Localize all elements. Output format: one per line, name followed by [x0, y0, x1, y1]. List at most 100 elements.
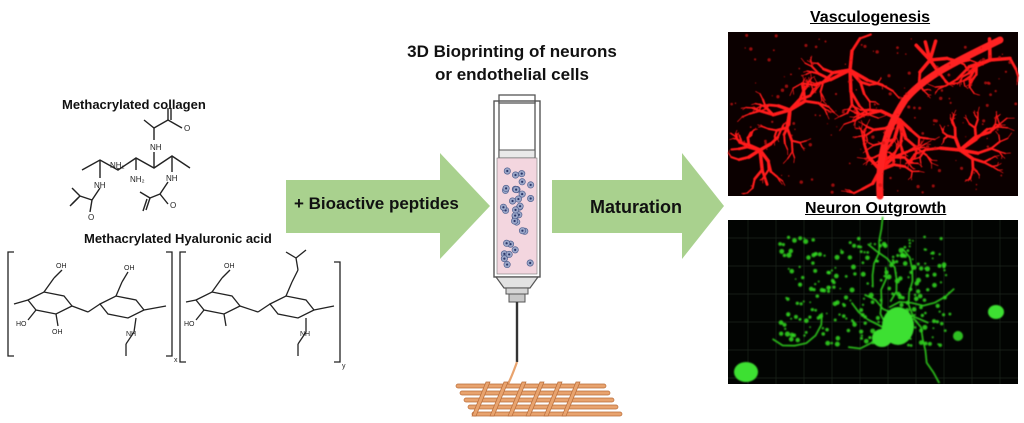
signal-speck [912, 106, 916, 110]
vessel-segment [771, 108, 792, 117]
signal-speck [776, 95, 780, 99]
vessel-segment [952, 117, 956, 120]
signal-speck [905, 92, 908, 96]
neurite-puncta [811, 238, 815, 242]
vessel-segment [767, 103, 780, 108]
signal-speck [808, 142, 813, 147]
neurite-puncta [803, 238, 809, 245]
vessel-segment [777, 138, 780, 143]
neurite-puncta [778, 331, 784, 336]
vessel-segment [854, 136, 860, 139]
vessel-segment [735, 130, 738, 134]
vessel-segment [766, 159, 771, 171]
neurite-puncta [860, 336, 864, 340]
cell-nucleus [521, 192, 524, 196]
vessel-segment [798, 90, 805, 101]
signal-speck [881, 141, 886, 145]
vessel-segment [924, 140, 932, 145]
cell-nucleus [514, 173, 517, 177]
vessel-segment [856, 157, 865, 159]
neurite-puncta [923, 248, 927, 251]
cell-nucleus [505, 242, 508, 245]
signal-speck [824, 40, 827, 43]
vessel-segment [867, 142, 875, 146]
vessel-segment [989, 155, 996, 160]
neurite-puncta [787, 267, 790, 270]
neurite-puncta [863, 321, 867, 325]
signal-speck [948, 97, 951, 100]
signal-speck [772, 49, 775, 52]
vessel-segment [892, 163, 907, 168]
neurite-puncta [916, 289, 921, 294]
signal-speck [784, 84, 789, 88]
vessel-segment [909, 128, 921, 139]
atom-o-left: O [88, 213, 94, 222]
neurite-puncta [795, 337, 800, 343]
vessel-segment [738, 141, 751, 147]
vessel-segment [877, 141, 882, 144]
signal-speck [949, 101, 952, 104]
vessel-segment [968, 84, 970, 88]
vessel-segment [950, 121, 957, 129]
signal-speck [894, 128, 897, 131]
vessel-segment [974, 118, 979, 129]
signal-speck [875, 50, 879, 54]
vessel-segment [862, 142, 870, 159]
cell-nucleus [503, 257, 506, 260]
neurite-puncta [891, 255, 895, 259]
atom-nh-ha1: NH [126, 331, 136, 338]
neurite-puncta [845, 317, 848, 320]
atom-o-right: O [170, 201, 176, 210]
vessel-segment [755, 91, 761, 95]
vessel-segment [790, 139, 802, 144]
neurite [901, 247, 914, 317]
vessel-segment [814, 77, 818, 83]
neurite-puncta [859, 329, 864, 334]
signal-speck [834, 92, 838, 96]
neurite-puncta [846, 328, 851, 333]
vessel-segment [892, 90, 899, 98]
neurite-puncta [914, 326, 917, 329]
signal-speck [852, 136, 854, 138]
cell-nucleus [529, 183, 532, 187]
cell-nucleus [521, 180, 524, 183]
signal-speck [935, 65, 939, 69]
vessel-segment [995, 130, 1000, 136]
vessel-segment [881, 83, 894, 92]
vessel-segment [928, 39, 938, 62]
vessel-segment [1008, 56, 1018, 71]
neurite-puncta [834, 266, 837, 269]
vessel-segment [860, 124, 863, 130]
neurite-puncta [912, 239, 914, 242]
neurite-puncta [922, 324, 928, 330]
vessel-segment [810, 70, 821, 75]
neurite-puncta [923, 235, 926, 239]
neurite-puncta [835, 300, 840, 305]
signal-speck [986, 137, 989, 140]
neurite-puncta [778, 320, 784, 325]
vessel-segment [735, 136, 741, 144]
cell-nucleus [515, 188, 518, 191]
signal-speck [804, 43, 808, 48]
neurite-puncta [795, 301, 800, 305]
vessel-segment [918, 136, 930, 140]
vessel-segment [872, 126, 888, 132]
signal-speck [889, 176, 892, 180]
neurite-puncta [798, 265, 801, 268]
vessel-segment [942, 138, 945, 144]
cell-nucleus [529, 261, 532, 265]
signal-speck [863, 44, 867, 49]
signal-speck [1001, 53, 1004, 56]
vessel-segment [792, 82, 803, 89]
vessel-segment [782, 158, 789, 164]
vessel-segment [968, 79, 971, 82]
neurite-puncta [844, 274, 848, 278]
neurite-puncta [883, 274, 886, 278]
vessel-segment [799, 140, 807, 144]
vessel-segment [809, 88, 814, 97]
vessel-segment [889, 142, 892, 147]
neurite-puncta [924, 311, 927, 315]
vessel-segment [963, 80, 966, 87]
neurite-puncta [810, 307, 814, 312]
signal-speck [780, 174, 783, 177]
